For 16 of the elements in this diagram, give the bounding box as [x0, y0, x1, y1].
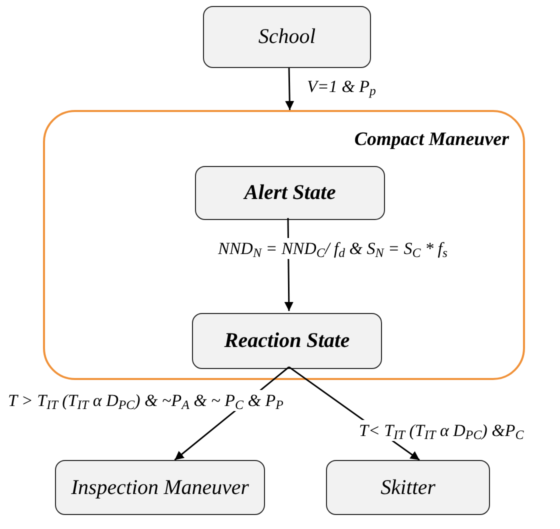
state-box — [55, 460, 265, 515]
arrow — [285, 68, 294, 110]
state-label: Skitter — [380, 474, 436, 501]
state-box — [192, 313, 382, 369]
edge-label: T > T$_{IT}$ (T$_{IT}$ α D$_{PC}$) & ~P$_{A}$ & ~ P$_{C}$ & P$_{P}$ — [6, 390, 286, 412]
state-label: Alert State — [244, 179, 336, 206]
group-container — [43, 110, 525, 380]
state-box — [326, 460, 490, 515]
state-box — [203, 6, 371, 68]
edge-label: T< T$_{IT}$ (T$_{IT}$ α D$_{PC}$) &P$_{C}$ — [357, 420, 526, 442]
group-title: Compact Maneuver — [354, 128, 509, 152]
state-box — [195, 166, 385, 220]
state-label: Inspection Maneuver — [71, 474, 249, 501]
state-label: Reaction State — [224, 327, 350, 354]
state-label: School — [258, 23, 316, 50]
edge-label: NND$_{N}$ = NND$_{C}$/ f$_{d}$ & S$_{N}$ = S$_{C}$ * f$_{s}$ — [216, 238, 450, 260]
